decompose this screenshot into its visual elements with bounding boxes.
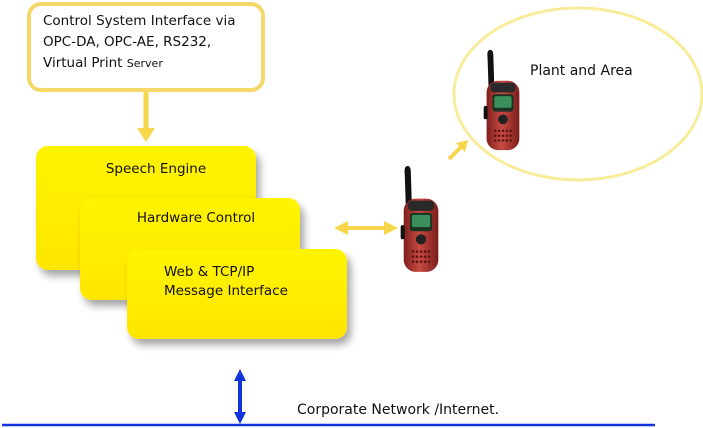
speech-engine-label: Speech Engine xyxy=(106,161,206,177)
input-box-line1: Control System Interface via xyxy=(43,13,235,29)
input-box-line3: Virtual Print Server xyxy=(43,55,163,71)
arrow-down-to-speech-engine xyxy=(137,92,155,142)
corporate-network-label: Corporate Network /Internet. xyxy=(297,402,499,418)
input-box-line2: OPC-DA, OPC-AE, RS232, xyxy=(43,34,211,50)
web-tcpip-label-line1: Web & TCP/IP xyxy=(164,264,254,280)
control-system-interface-box: Control System Interface via OPC-DA, OPC… xyxy=(27,2,265,92)
web-tcpip-box: Web & TCP/IP Message Interface xyxy=(127,249,347,339)
bidirectional-radio-arrow xyxy=(334,221,398,235)
walkie-talkie-icon xyxy=(400,166,439,272)
network-connection-arrow xyxy=(234,369,246,424)
web-tcpip-label-line2: Message Interface xyxy=(164,283,288,299)
plant-and-area-label: Plant and Area xyxy=(530,63,633,79)
arrow-to-plant-area xyxy=(447,140,468,161)
hardware-control-label: Hardware Control xyxy=(137,210,255,226)
